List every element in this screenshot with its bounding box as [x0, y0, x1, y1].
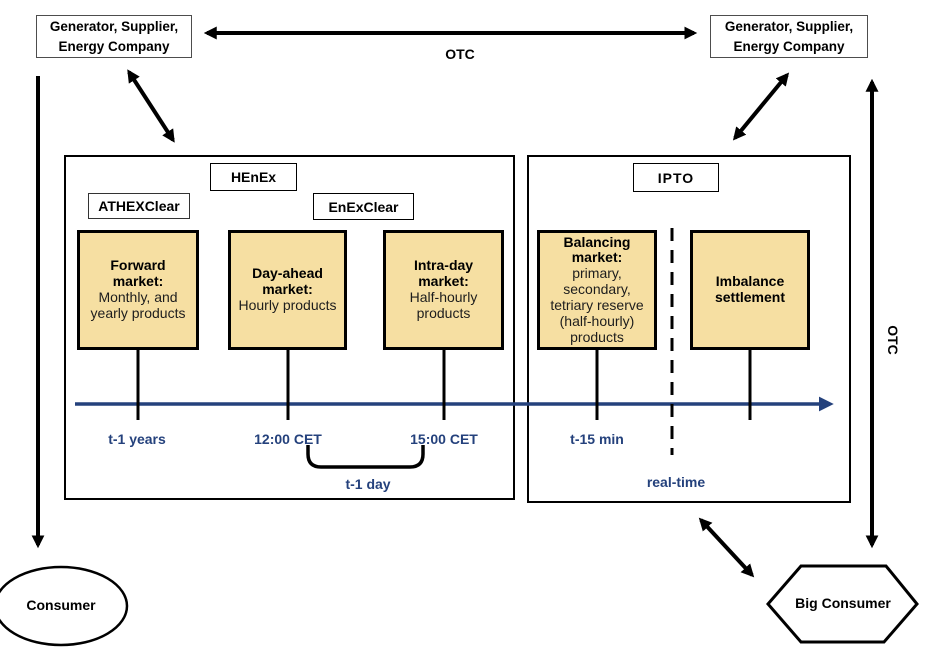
time-label-1200-cet: 12:00 CET	[254, 431, 322, 447]
actor-line2: Energy Company	[58, 38, 170, 54]
day-ahead-market-box: Day-ahead market: Hourly products	[228, 230, 347, 350]
day-ahead-market-title: Day-ahead market:	[252, 265, 323, 298]
balancing-market-title: Balancing market:	[563, 233, 631, 266]
actor-line2: Energy Company	[733, 38, 845, 54]
athexclear-label: ATHEXClear	[88, 193, 190, 219]
actor-line1: Generator, Supplier,	[49, 18, 179, 34]
forward-market-box: Forward market: Monthly, and yearly prod…	[77, 230, 199, 350]
enexclear-label: EnExClear	[313, 193, 414, 220]
intra-day-market-box: Intra-day market: Half-hourly products	[383, 230, 504, 350]
actor-generator-top-right: Generator, Supplier, Energy Company	[710, 15, 868, 58]
real-time-label: real-time	[646, 474, 706, 490]
otc-top-label: OTC	[445, 46, 475, 62]
imbalance-settlement-title: Imbalance settlement	[714, 273, 786, 305]
balancing-market-desc: primary, secondary, tetriary reserve (ha…	[550, 265, 644, 345]
intra-day-market-desc: Half-hourly products	[409, 289, 478, 321]
actor-generator-top-left: Generator, Supplier, Energy Company	[36, 15, 192, 58]
consumer-label: Consumer	[26, 597, 96, 613]
day-ahead-market-desc: Hourly products	[238, 296, 337, 313]
otc-right-label: OTC	[885, 325, 901, 355]
henex-label: HEnEx	[210, 163, 297, 191]
forward-market-desc: Monthly, and yearly products	[90, 289, 186, 321]
ipto-to-big-consumer-arrow	[698, 517, 755, 578]
big-consumer-label: Big Consumer	[795, 595, 891, 611]
time-label-t15-min: t-15 min	[570, 431, 624, 447]
time-label-1500-cet: 15:00 CET	[410, 431, 478, 447]
generator-left-to-henex-arrow	[127, 69, 175, 143]
imbalance-settlement-box: Imbalance settlement	[690, 230, 810, 350]
t-1-day-label: t-1 day	[345, 476, 391, 492]
forward-market-title: Forward market:	[110, 257, 166, 290]
generator-right-to-ipto-arrow	[732, 72, 790, 141]
time-label-t1-years: t-1 years	[108, 431, 166, 447]
balancing-market-box: Balancing market: primary, secondary, te…	[537, 230, 657, 350]
ipto-label: IPTO	[633, 163, 719, 192]
intra-day-market-title: Intra-day market:	[413, 257, 474, 290]
actor-line1: Generator, Supplier,	[724, 18, 854, 34]
